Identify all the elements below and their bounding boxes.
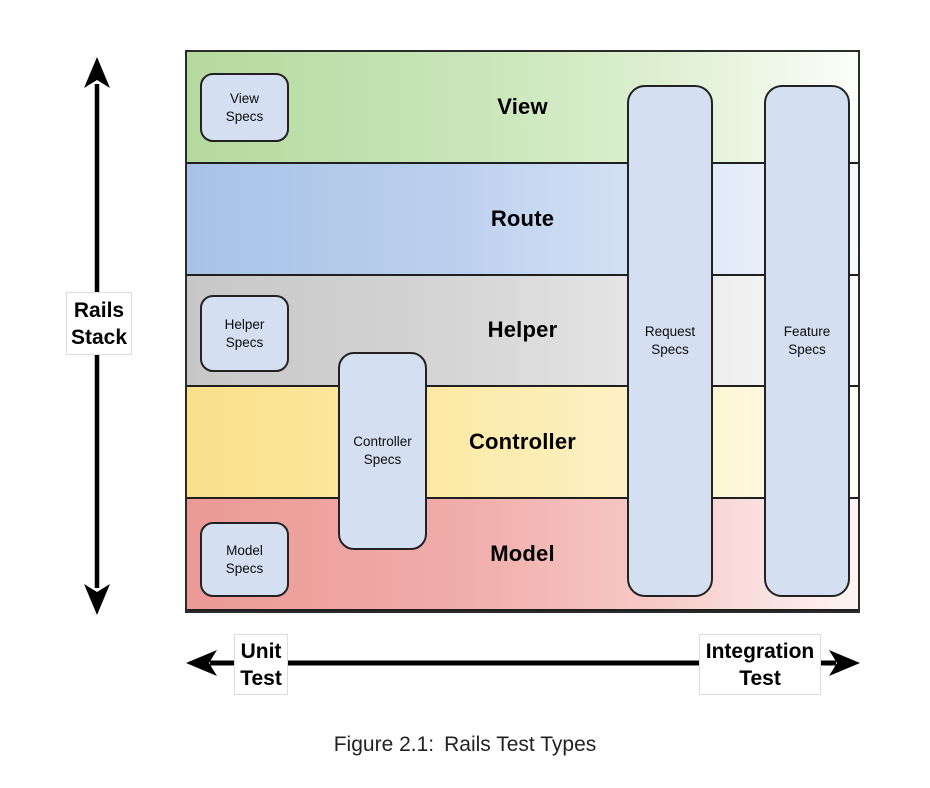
rails-stack-diagram: View Route Helper Controller Model View … bbox=[185, 50, 860, 613]
helper-specs-pill: Helper Specs bbox=[200, 295, 289, 372]
unit-test-line1: Unit bbox=[240, 639, 282, 663]
band-controller: Controller bbox=[187, 387, 858, 500]
model-specs-line1: Model bbox=[226, 542, 263, 558]
band-route-label: Route bbox=[490, 205, 555, 231]
band-route: Route bbox=[187, 163, 858, 276]
figure-caption-title: Rails Test Types bbox=[444, 733, 597, 756]
model-specs-line2: Specs bbox=[225, 560, 264, 576]
integration-test-line1: Integration bbox=[705, 639, 815, 663]
band-helper-label: Helper bbox=[487, 317, 558, 343]
model-specs-pill: Model Specs bbox=[200, 522, 289, 597]
band-view-label: View bbox=[497, 93, 548, 119]
controller-specs-pill: Controller Specs bbox=[338, 352, 427, 550]
band-controller-label: Controller bbox=[468, 429, 577, 455]
helper-specs-line1: Helper bbox=[224, 316, 265, 332]
view-specs-line2: Specs bbox=[225, 108, 264, 124]
unit-test-label: Unit Test bbox=[234, 634, 288, 695]
request-specs-pill: Request Specs bbox=[627, 85, 713, 597]
band-model: Model bbox=[187, 499, 858, 611]
figure-caption: Figure 2.1: Rails Test Types bbox=[0, 733, 930, 757]
request-specs-line1: Request bbox=[644, 324, 696, 339]
integration-test-line2: Test bbox=[739, 666, 781, 690]
request-specs-line2: Specs bbox=[651, 342, 689, 357]
controller-specs-line1: Controller bbox=[353, 434, 412, 449]
band-helper: Helper bbox=[187, 275, 858, 388]
band-view: View bbox=[187, 52, 858, 164]
feature-specs-pill: Feature Specs bbox=[764, 85, 850, 597]
rails-stack-label-line1: Rails bbox=[73, 298, 125, 322]
integration-test-label: Integration Test bbox=[699, 634, 821, 695]
helper-specs-line2: Specs bbox=[225, 334, 264, 350]
view-specs-line1: View bbox=[229, 90, 260, 106]
feature-specs-line1: Feature bbox=[783, 324, 831, 339]
figure-caption-number: Figure 2.1: bbox=[333, 733, 435, 756]
view-specs-pill: View Specs bbox=[200, 73, 289, 142]
rails-stack-label-line2: Stack bbox=[70, 325, 128, 349]
feature-specs-line2: Specs bbox=[788, 342, 826, 357]
rails-stack-label: Rails Stack bbox=[66, 292, 132, 355]
controller-specs-line2: Specs bbox=[363, 452, 402, 467]
unit-test-line2: Test bbox=[240, 666, 282, 690]
band-model-label: Model bbox=[490, 541, 555, 567]
